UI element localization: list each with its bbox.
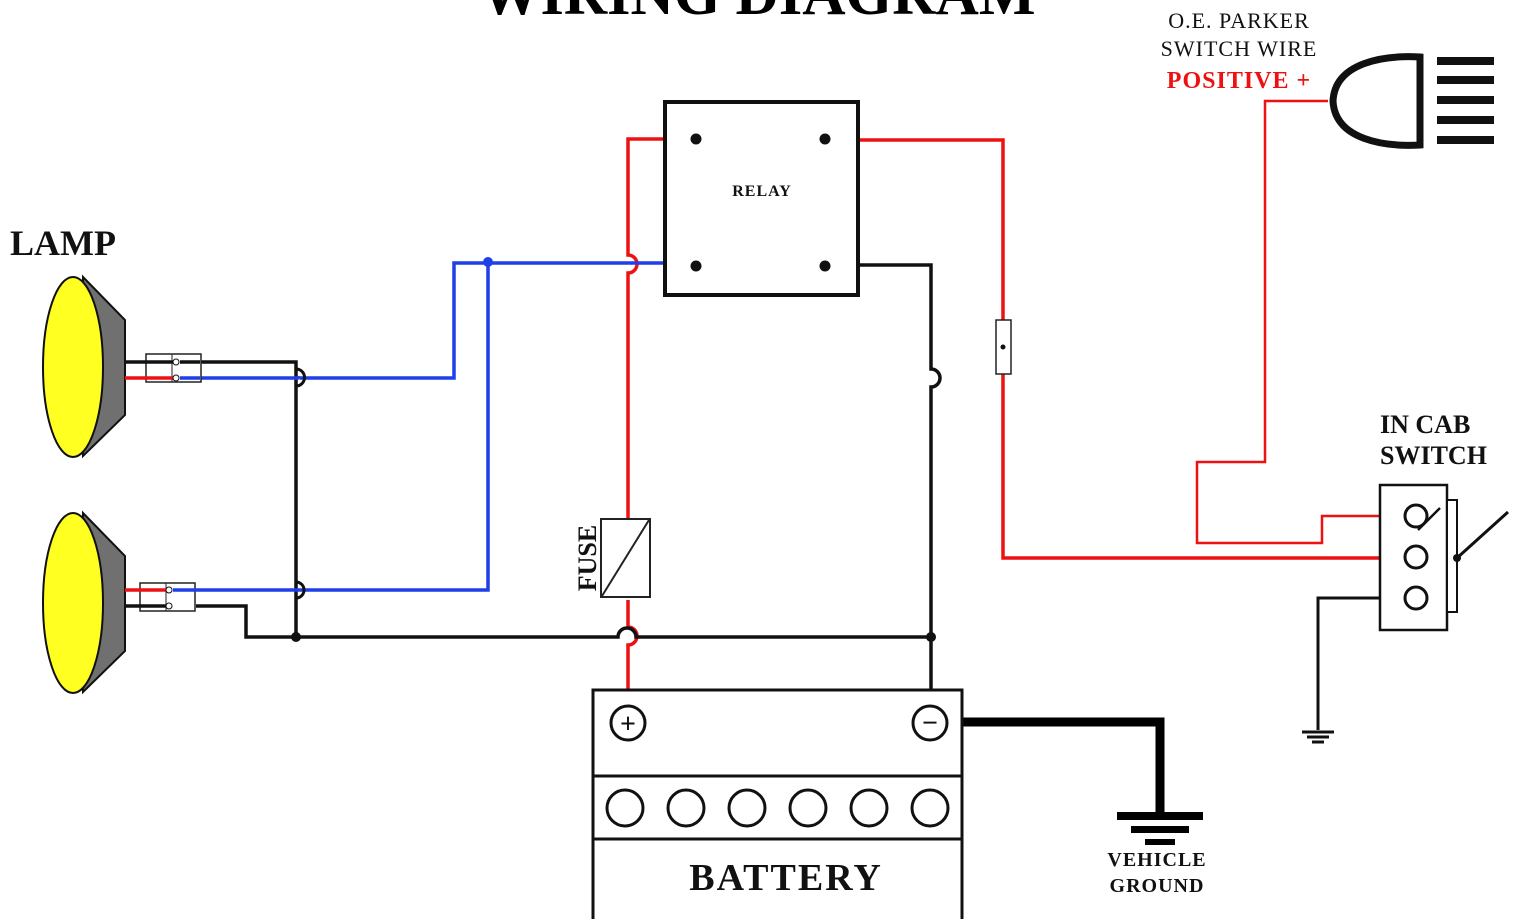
lamp-icon-1 (42, 274, 202, 459)
battery-ground-strap (945, 717, 1165, 815)
battery-negative-sign: − (922, 708, 938, 739)
ground-symbol-icon (1117, 812, 1203, 845)
relay-icon: RELAY (663, 100, 860, 297)
parker-label-line1: O.E. PARKER (1168, 8, 1310, 33)
battery-positive-terminal (609, 704, 647, 742)
junction-dots (291, 257, 936, 642)
parker-label-line3: POSITIVE + (1167, 68, 1311, 94)
lamp-icon-2 (42, 510, 300, 695)
switch-ground-icon (1302, 730, 1334, 744)
relay-output-wire (300, 261, 695, 592)
lamp-ground-bus (196, 360, 931, 639)
battery-positive-sign: + (620, 709, 636, 740)
battery-label: BATTERY (689, 857, 883, 899)
switch-ground-wire (1316, 596, 1405, 730)
switch-feed-wire (827, 138, 1405, 560)
diagram-title: WIRING DIAGRAM (481, 0, 1036, 27)
lamp-label: LAMP (10, 223, 116, 263)
headlight-symbol-icon (1329, 53, 1494, 149)
fuse-icon: FUSE (573, 518, 651, 598)
relay-ground-wire (827, 263, 942, 710)
bus-hop-upper (295, 367, 306, 388)
vehicle-ground-line2: GROUND (1110, 875, 1205, 897)
battery-negative-terminal (911, 704, 949, 742)
vehicle-ground-line1: VEHICLE (1107, 849, 1206, 871)
fuse-label: FUSE (573, 525, 602, 591)
in-cab-switch-line1: IN CAB (1380, 410, 1470, 439)
bus-hop-lower (295, 580, 306, 600)
battery-icon: + − BATTERY (591, 688, 964, 919)
toggle-switch-icon (1378, 483, 1510, 632)
relay-label: RELAY (732, 183, 792, 200)
parker-label-line2: SWITCH WIRE (1161, 36, 1318, 61)
parker-positive-wire (1195, 99, 1405, 545)
in-cab-switch-line2: SWITCH (1380, 441, 1487, 470)
inline-fuse-icon (995, 319, 1012, 375)
